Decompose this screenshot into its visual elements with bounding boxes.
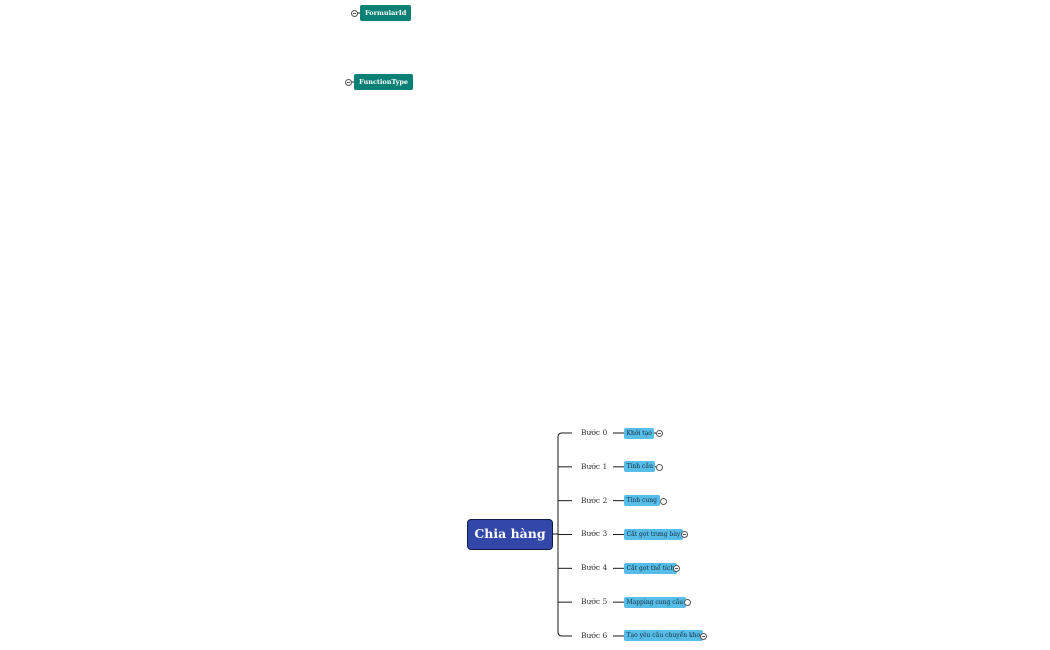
step-4-child-node[interactable]: Cắt gọt thể tích [624, 562, 677, 574]
step-1-toggle[interactable] [656, 463, 663, 471]
step-6-label[interactable]: Bước 6 [581, 630, 608, 640]
step-4-label[interactable]: Bước 4 [581, 563, 608, 573]
step-2-label[interactable]: Bước 2 [581, 495, 608, 505]
step-3-child-node[interactable]: Cắt gọt trưng bày [624, 528, 683, 540]
formularid-node[interactable]: FormularId [360, 5, 412, 21]
step-5-label[interactable]: Bước 5 [581, 597, 608, 607]
step-0-toggle[interactable] [656, 430, 663, 437]
step-6-toggle[interactable] [700, 632, 707, 640]
step-6-child-node[interactable]: Tạo yêu cầu chuyển kho [624, 630, 703, 642]
root-node-chia-hang[interactable]: Chia hàng [467, 519, 553, 550]
step-4-toggle[interactable] [673, 565, 680, 573]
step-3-toggle[interactable] [681, 531, 688, 539]
functiontype-node[interactable]: FunctionType [354, 74, 414, 90]
step-2-child-node[interactable]: Tính cung [624, 495, 660, 507]
step-0-label[interactable]: Bước 0 [581, 428, 608, 437]
step-3-label[interactable]: Bước 3 [581, 529, 608, 539]
step-1-child-node[interactable]: Tính cầu [624, 461, 656, 473]
step-0-child-node[interactable]: Khởi tạo [624, 427, 655, 439]
step-1-label[interactable]: Bước 1 [581, 461, 608, 471]
step-5-toggle[interactable] [684, 599, 691, 607]
step-2-toggle[interactable] [660, 497, 667, 505]
step-5-child-node[interactable]: Mapping cung cầu [624, 596, 686, 608]
toggle-formularid[interactable] [351, 10, 358, 17]
toggle-functiontype[interactable] [345, 79, 352, 86]
